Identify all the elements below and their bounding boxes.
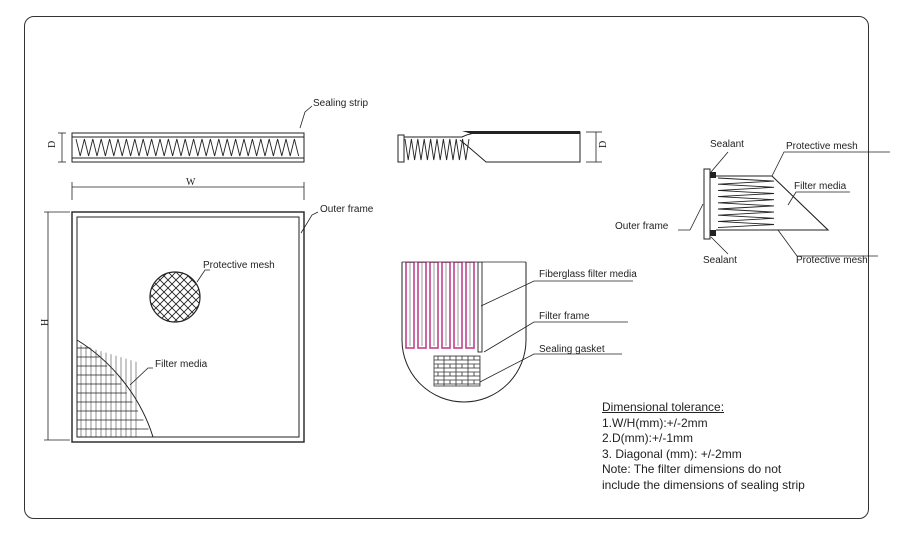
dimension-h: H: [40, 319, 51, 326]
tolerance-notes: Dimensional tolerance: 1.W/H(mm):+/-2mm …: [602, 400, 805, 493]
fiberglass-label: Fiberglass filter media: [539, 269, 637, 280]
tolerance-line-2: 2.D(mm):+/-1mm: [602, 431, 693, 445]
tolerance-line-5: include the dimensions of sealing strip: [602, 477, 805, 492]
tolerance-title: Dimensional tolerance:: [602, 400, 725, 414]
tolerance-line-1: 1.W/H(mm):+/-2mm: [602, 415, 708, 430]
front-view: W H Outer frame Protective mesh Filter m…: [40, 177, 374, 443]
outer-frame-side-label: Outer frame: [615, 221, 669, 232]
cross-section: Sealant Protective mesh Filter media Out…: [615, 139, 890, 266]
filter-media-label: Filter media: [155, 359, 208, 370]
filter-media-side-label: Filter media: [794, 181, 847, 192]
dimension-w: W: [186, 177, 196, 188]
top-view: D Sealing strip: [47, 98, 368, 163]
drawing-border: [24, 16, 869, 519]
section-detail: Fiberglass filter media Filter frame Sea…: [401, 261, 637, 403]
sealing-gasket-label: Sealing gasket: [539, 344, 605, 355]
outer-frame-label: Outer frame: [320, 204, 374, 215]
protective-mesh-label: Protective mesh: [203, 260, 275, 271]
protective-mesh-bottom-label: Protective mesh: [796, 255, 868, 266]
sealant-bottom-label: Sealant: [703, 255, 737, 266]
side-view: D: [397, 131, 609, 163]
tolerance-line-4: Note: The filter dimensions do not: [602, 462, 782, 476]
dimension-d-side: D: [598, 141, 609, 148]
filter-frame-label: Filter frame: [539, 311, 590, 322]
protective-mesh-top-label: Protective mesh: [786, 141, 858, 152]
sealing-strip-label: Sealing strip: [313, 98, 368, 109]
sealant-top-label: Sealant: [710, 139, 744, 150]
tolerance-line-3: 3. Diagonal (mm): +/-2mm: [602, 446, 742, 461]
dimension-d-top: D: [47, 141, 58, 148]
